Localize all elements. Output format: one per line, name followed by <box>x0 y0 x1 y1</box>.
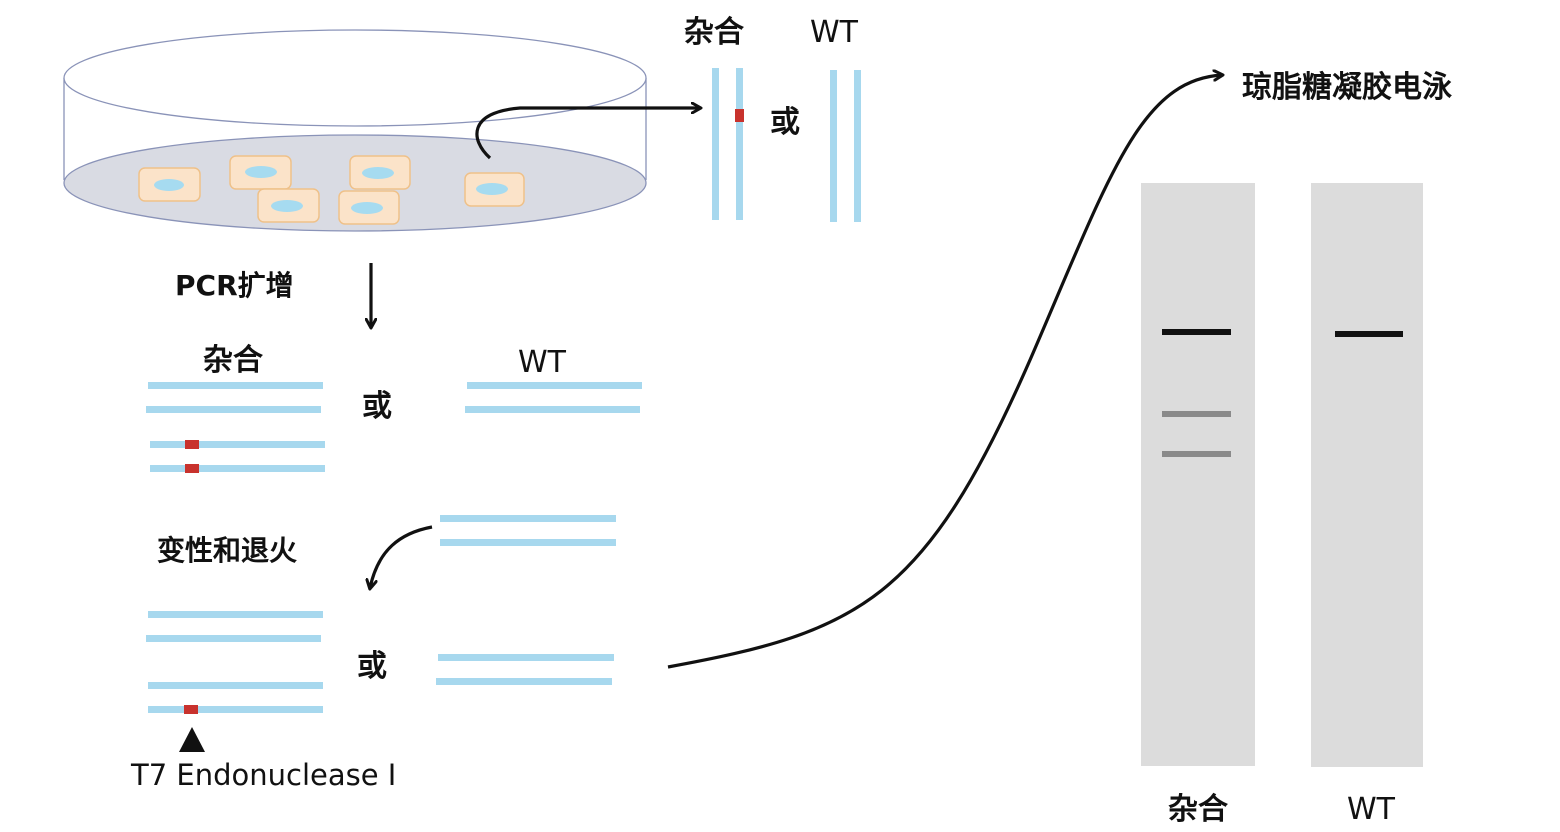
mutation-marker <box>185 464 199 473</box>
label-denature-anneal: 变性和退火 <box>157 534 298 567</box>
dna-strand <box>146 406 321 413</box>
dna-strand <box>148 611 323 618</box>
gel-band-weak <box>1162 451 1231 457</box>
dna-strand <box>854 70 861 222</box>
dna-strand <box>440 515 616 522</box>
label-gel-hetero: 杂合 <box>1168 792 1228 827</box>
dna-strand <box>440 539 616 546</box>
dna-strand <box>148 706 323 713</box>
mutation-marker <box>735 109 744 122</box>
dna-strand <box>150 441 325 448</box>
arrow-cell-to-genome <box>475 108 700 160</box>
dna-strand <box>146 635 321 642</box>
arrow-anneal-down <box>370 525 433 588</box>
label-hetero-top: 杂合 <box>684 15 744 50</box>
dna-strand <box>148 382 323 389</box>
gel-band-strong <box>1162 329 1231 335</box>
gel-band-weak <box>1162 411 1231 417</box>
cleavage-site-pointer-icon <box>179 727 205 752</box>
cells-group <box>138 155 525 225</box>
cell-icon <box>229 155 292 190</box>
cell-icon <box>464 172 525 207</box>
mutation-marker <box>185 440 199 449</box>
dna-strand <box>465 406 640 413</box>
cell-icon <box>257 188 320 223</box>
label-hetero-mid: 杂合 <box>203 343 263 378</box>
gel-lane-wt <box>1311 183 1423 767</box>
cell-icon <box>349 155 411 190</box>
dna-strand <box>712 68 719 220</box>
dna-strand <box>467 382 642 389</box>
label-or-top: 或 <box>770 105 800 140</box>
label-or-mid: 或 <box>362 389 392 424</box>
mutation-marker <box>184 705 198 714</box>
dna-strand <box>436 678 612 685</box>
dna-strand <box>736 68 743 220</box>
dna-strand <box>150 465 325 472</box>
gel-band-strong <box>1335 331 1403 337</box>
dna-strand <box>438 654 614 661</box>
label-enzyme: T7 Endonuclease I <box>131 758 397 792</box>
gel-lane-hetero <box>1141 183 1255 766</box>
cell-icon <box>138 167 201 202</box>
arrow-to-gel <box>667 75 1222 669</box>
label-or-bottom: 或 <box>357 649 387 684</box>
label-gel-wt: WT <box>1347 792 1395 827</box>
label-gel-title: 琼脂糖凝胶电泳 <box>1242 70 1452 105</box>
cell-icon <box>338 190 400 225</box>
dna-strand <box>148 682 323 689</box>
label-pcr: PCR扩增 <box>175 269 294 302</box>
dna-strand <box>830 70 837 222</box>
label-wt-mid: WT <box>518 345 566 380</box>
label-wt-top: WT <box>810 15 858 50</box>
